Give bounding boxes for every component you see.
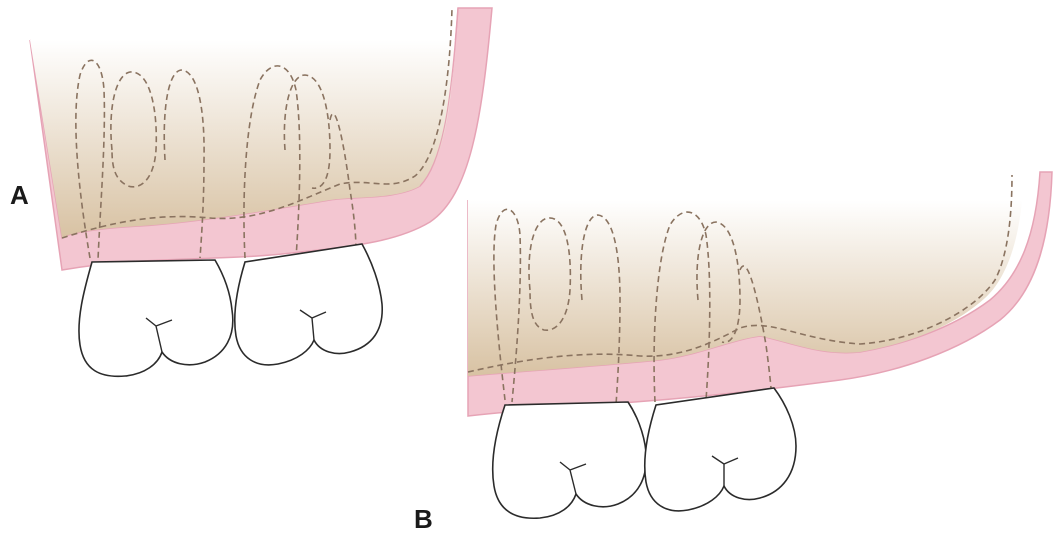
panel-a xyxy=(30,8,492,376)
molar-2-crown-b xyxy=(645,388,796,511)
molar-1-crown-a xyxy=(79,260,233,376)
panel-label-b: B xyxy=(414,506,433,532)
molar-1-crown-b xyxy=(493,402,647,518)
molar-2-crown-a xyxy=(235,244,382,365)
panel-label-a: A xyxy=(10,182,29,208)
panel-b xyxy=(468,172,1052,518)
